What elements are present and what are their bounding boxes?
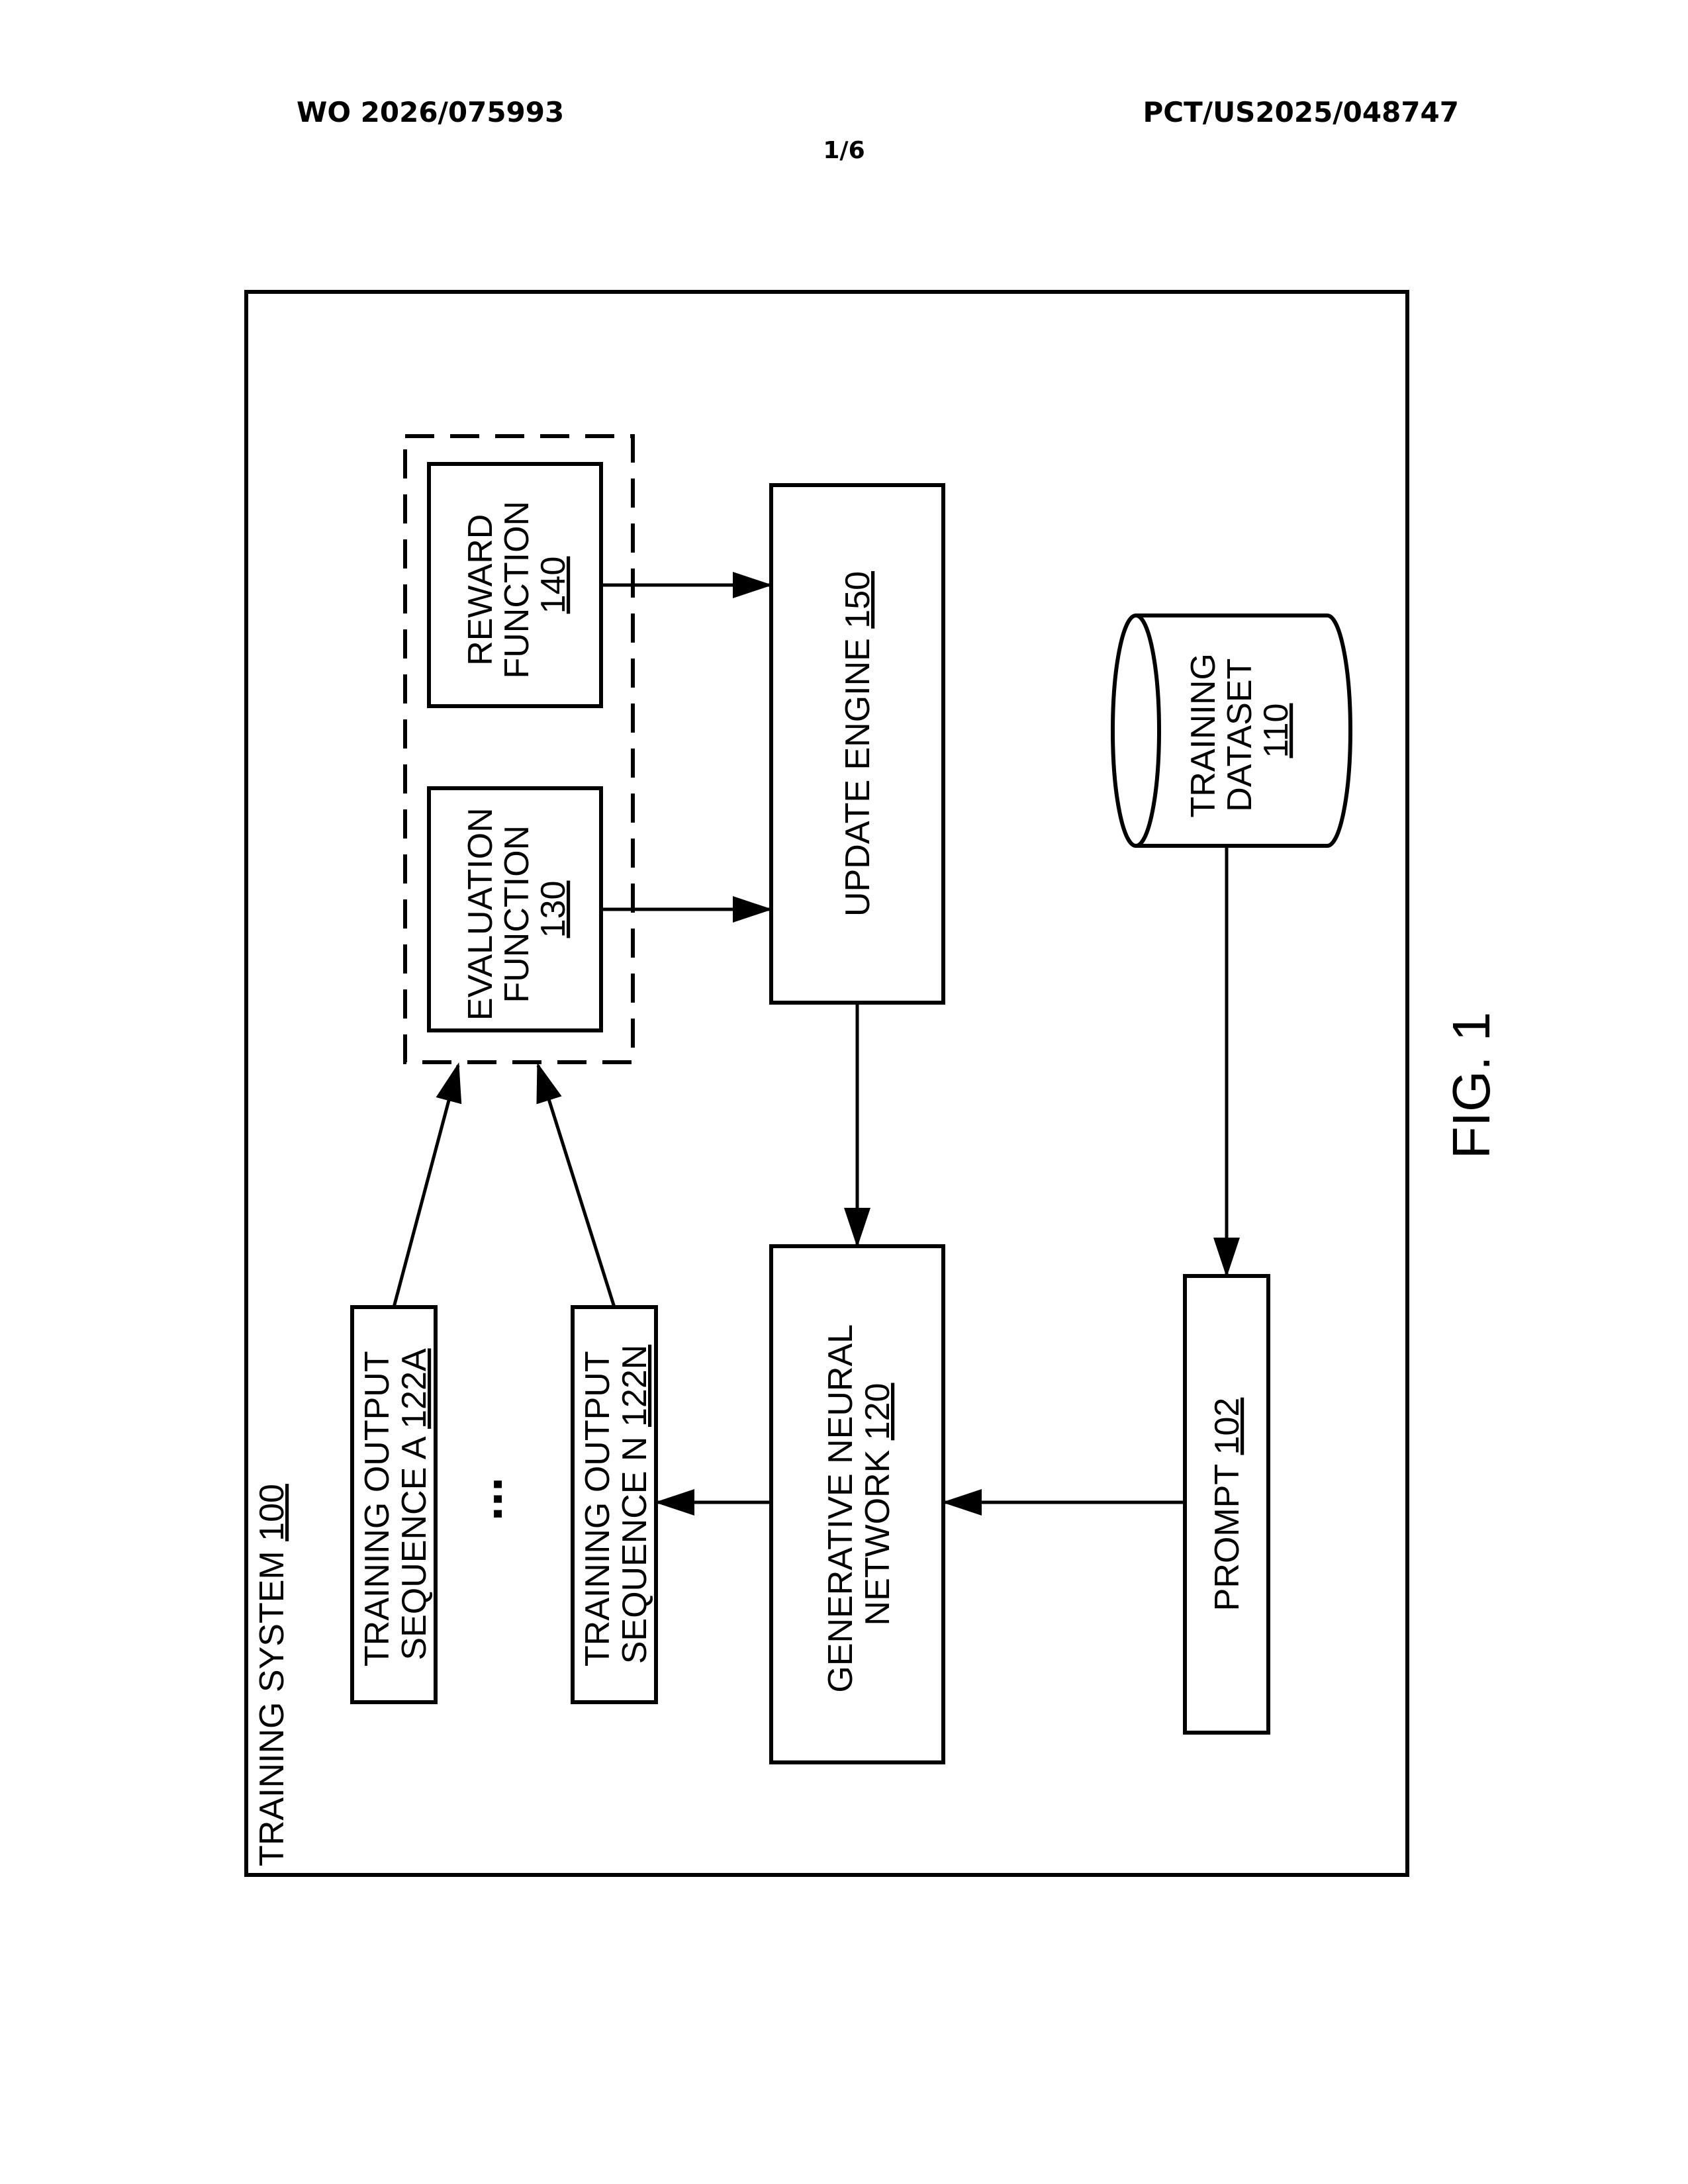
- generative-neural-network-label: GENERATIVE NEURAL NETWORK 120: [821, 1316, 897, 1692]
- evaluation-function-label: EVALUATION FUNCTION 130: [461, 798, 573, 1021]
- arrow-output-n-to-evaluation: [538, 1066, 614, 1307]
- ellipsis: ...: [454, 1477, 513, 1522]
- update-engine-label: UPDATE ENGINE 150: [839, 571, 877, 917]
- arrow-output-a-to-evaluation: [394, 1066, 458, 1307]
- figure-label: FIG. 1: [1442, 1012, 1501, 1159]
- training-output-n-label: TRAINING OUTPUT SEQUENCE N 122N: [579, 1342, 654, 1666]
- prompt-label: PROMPT 102: [1208, 1398, 1246, 1612]
- reward-function-label: REWARD FUNCTION 140: [461, 491, 573, 678]
- training-system-label: TRAINING SYSTEM 100: [253, 1484, 291, 1866]
- training-output-a-label: TRAINING OUTPUT SEQUENCE A 122A: [358, 1342, 434, 1666]
